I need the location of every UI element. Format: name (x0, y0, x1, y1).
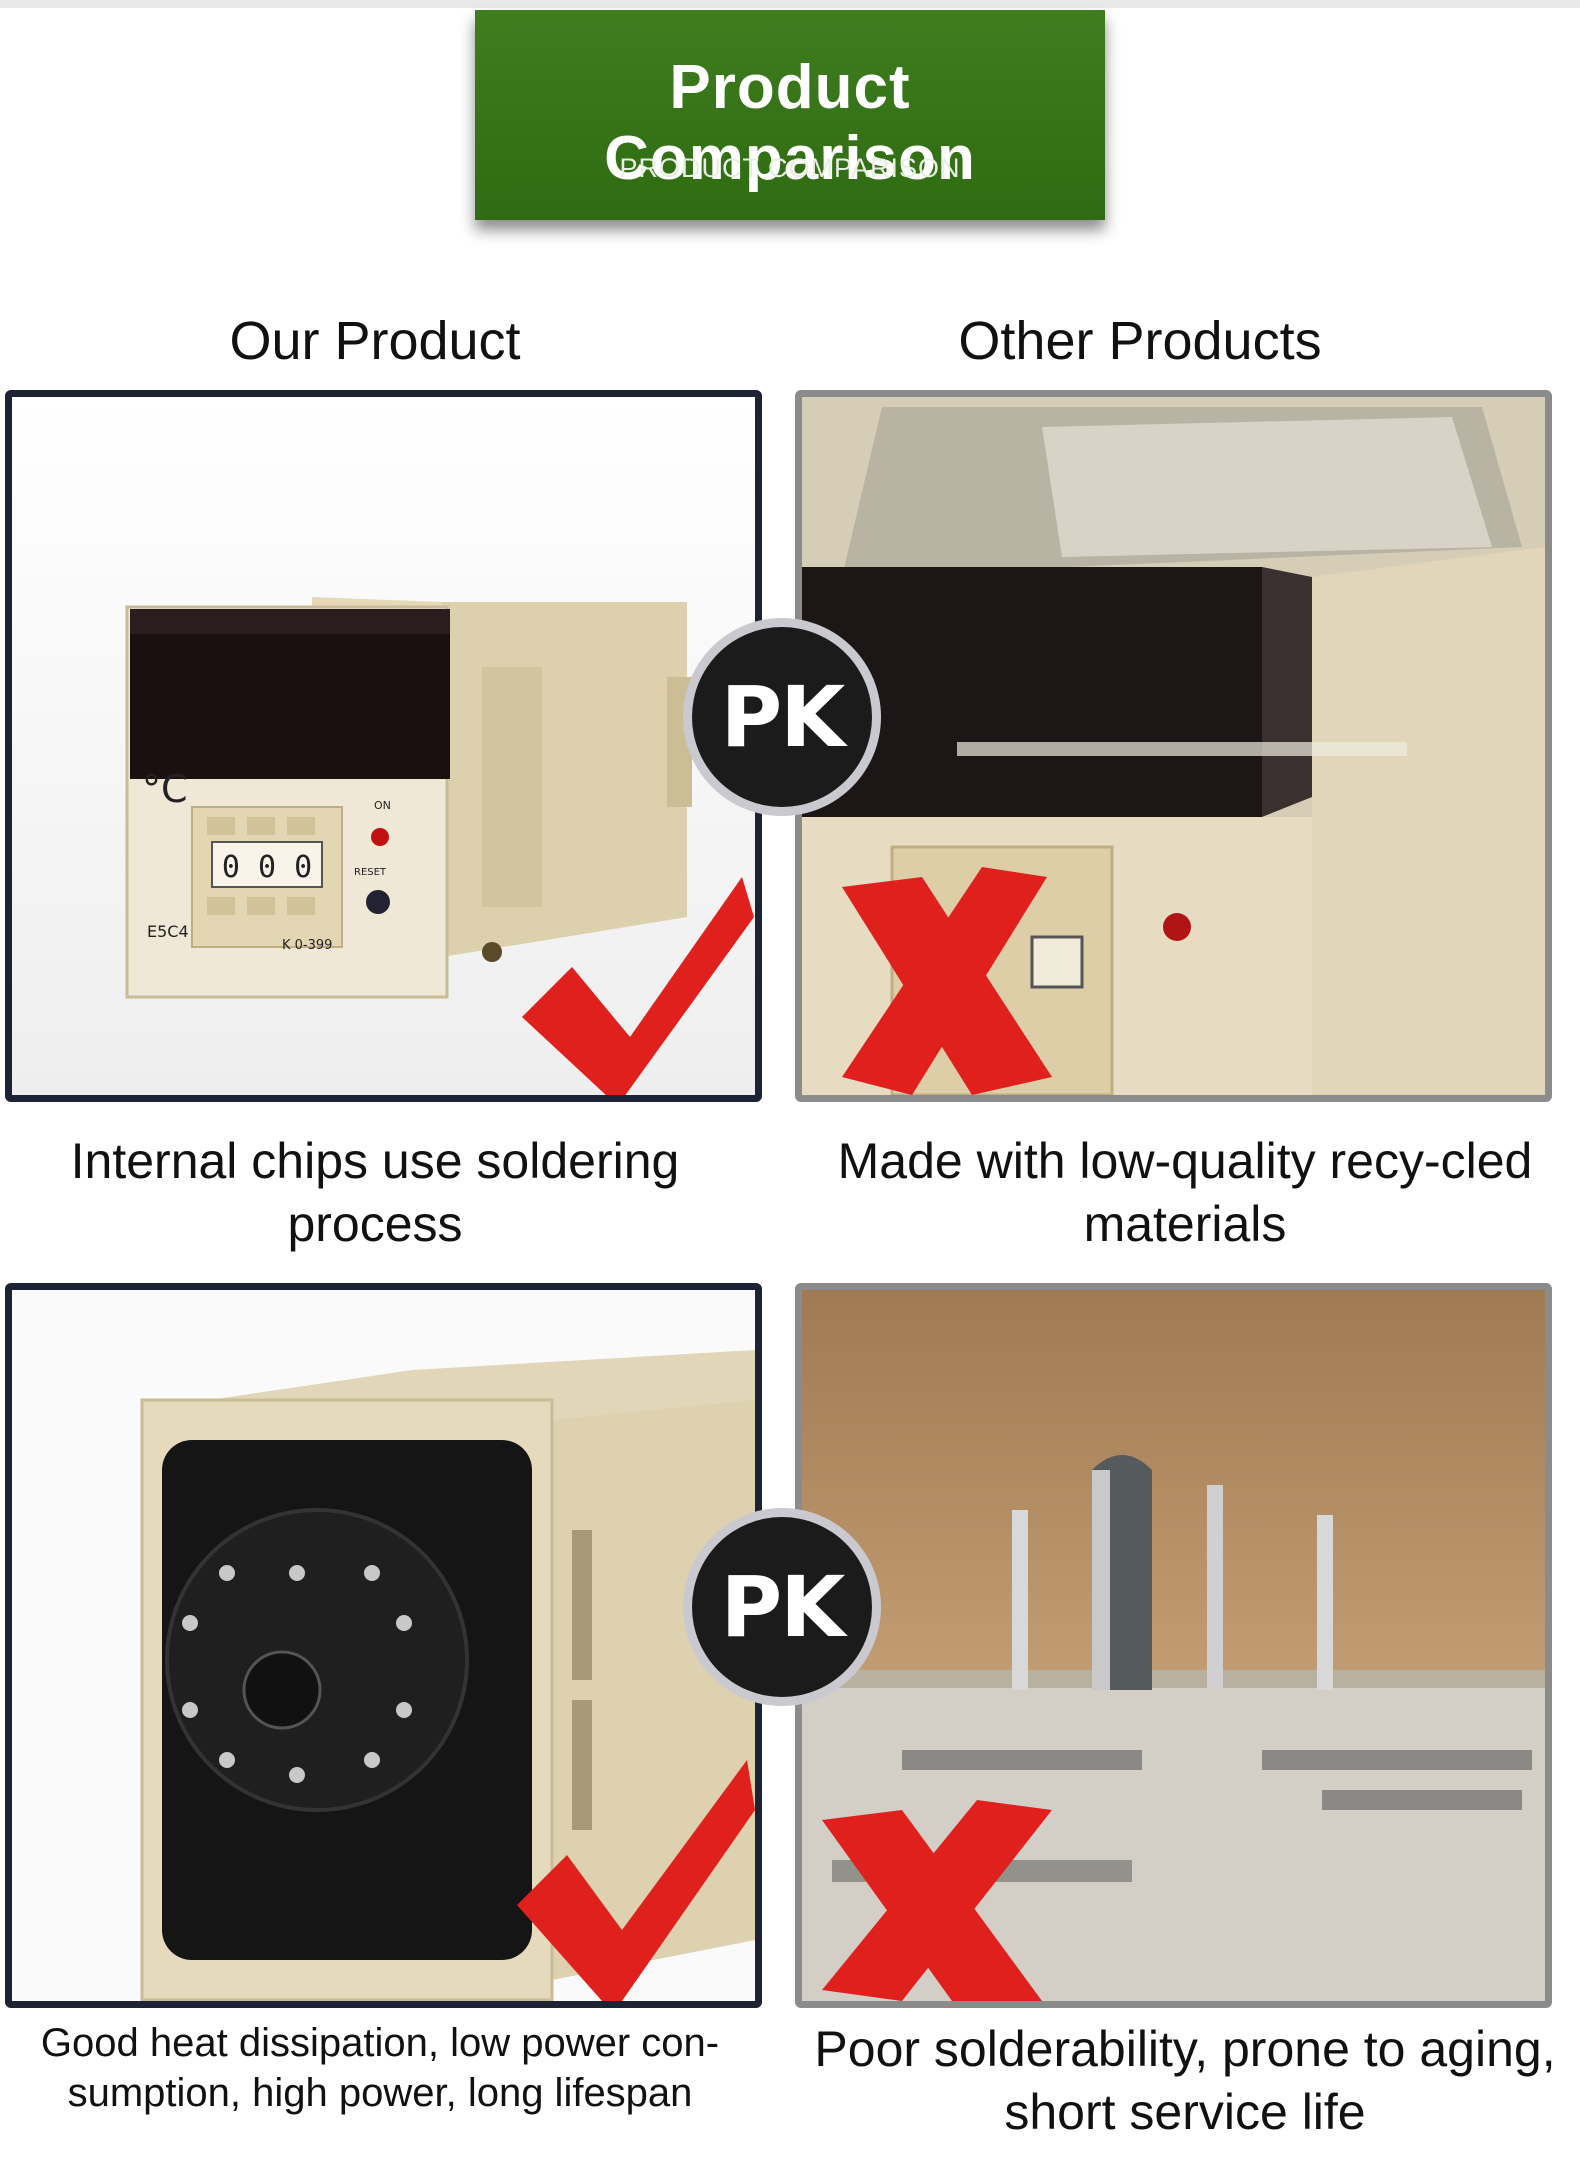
cross-icon (842, 867, 1052, 1095)
other-caption-1: Made with low-quality recy-cled material… (837, 1133, 1533, 1252)
checkmark-icon (522, 877, 754, 1095)
column-heading-ours: Our Product (229, 311, 521, 371)
device-on-label: ON (374, 799, 391, 812)
temperature-controller-front-image: 0 0 0 °C E5C4 K 0-399 ON RESET (12, 397, 755, 1095)
pin-group (1012, 1455, 1333, 1690)
device-unit-label: °C (142, 767, 188, 811)
pk-badge-2-label: PK (692, 1517, 872, 1697)
other-product-photo-front (795, 390, 1552, 1102)
other-controller-pins-image (802, 1290, 1545, 2001)
other-caption-2: Poor solderability, prone to aging, shor… (814, 2021, 1556, 2140)
our-product-photo-back (5, 1283, 762, 2008)
top-divider (0, 0, 1580, 8)
device-range-label: K 0-399 (282, 938, 332, 953)
our-caption-2: Good heat dissipation, low power con-sum… (40, 2021, 720, 2115)
pk-badge-1: PK (683, 618, 881, 816)
cross-icon (822, 1800, 1052, 2001)
checkmark-icon (517, 1760, 755, 2001)
device-reset-label: RESET (354, 867, 387, 878)
pk-badge-1-label: PK (692, 627, 872, 807)
banner-subtitle: PRODUCT COMPARISON (619, 153, 961, 183)
device-digits-label: 0 0 0 (222, 850, 312, 885)
other-controller-front-image (802, 397, 1545, 1095)
pk-badge-2: PK (683, 1508, 881, 1706)
column-heading-other: Other Products (958, 311, 1322, 371)
device-model-label: E5C4 (147, 922, 189, 941)
temperature-controller-back-image (12, 1290, 755, 2001)
our-caption-1: Internal chips use soldering process (70, 1133, 680, 1252)
header-banner: Product Comparison PRODUCT COMPARISON (475, 10, 1105, 220)
banner-title: Product Comparison (604, 53, 976, 193)
our-product-photo-front: 0 0 0 °C E5C4 K 0-399 ON RESET (5, 390, 762, 1102)
other-product-photo-pins (795, 1283, 1552, 2008)
